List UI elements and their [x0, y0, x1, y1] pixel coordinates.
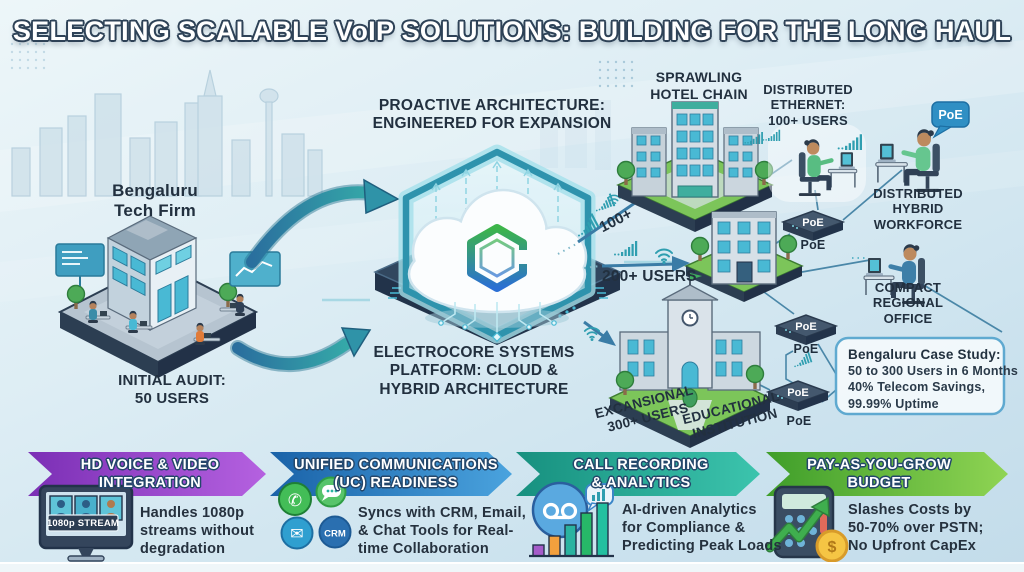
- crm-icon: CRM: [324, 529, 346, 540]
- banner-desc-hd-voice: Handles 1080p streams without degradatio…: [140, 505, 255, 558]
- school-windows: [627, 339, 743, 377]
- poe-text-label: PoE: [786, 414, 812, 428]
- signal-bars-icon: [614, 241, 638, 256]
- poe-text-label: PoE: [793, 342, 819, 356]
- banner-title-recording: CALL RECORDING & ANALYTICS: [573, 457, 709, 492]
- city-skyline: [11, 69, 323, 197]
- proactive-header: PROACTIVE ARCHITECTURE: ENGINEERED FOR E…: [372, 97, 612, 133]
- ethernet-label: DISTRIBUTED ETHERNET: 100+ USERS: [763, 82, 853, 128]
- banner-title-hd-voice: HD VOICE & VIDEO INTEGRATION: [80, 457, 220, 492]
- wifi-icon: [583, 326, 601, 342]
- video-monitor-icon: [38, 484, 134, 562]
- dashboard-screen-left: [55, 243, 105, 286]
- growth-arrow-bottom: [230, 327, 372, 372]
- bar-chart-icon: [529, 502, 614, 558]
- initial-audit-label: INITIAL AUDIT: 50 USERS: [118, 372, 226, 407]
- banner-desc-budget: Slashes Costs by 50-70% over PSTN; No Up…: [848, 502, 984, 555]
- banner-title-uc: UNIFIED COMMUNICATIONS (UC) READINESS: [294, 457, 498, 492]
- poe-bubble: PoE: [931, 101, 970, 139]
- building-windows-right: [155, 244, 192, 323]
- tech-firm-illustration: [55, 215, 281, 378]
- bg-streak: [0, 40, 1024, 212]
- page-title: SELECTING SCALABLE VoIP SOLUTIONS: BUILD…: [12, 16, 1012, 46]
- office-illustration: [684, 211, 804, 302]
- case-study-lines: 50 to 300 Users in 6 Months 40% Telecom …: [848, 364, 1019, 411]
- poe-switch-label: PoE: [795, 321, 816, 333]
- stream-screen-label: 1080p STREAM: [46, 518, 120, 529]
- growth-arrow-top: [244, 178, 400, 270]
- poe-switch-label: PoE: [787, 387, 808, 399]
- banner-desc-recording: AI-driven Analytics for Compliance & Pre…: [622, 502, 782, 555]
- school-illustration: [608, 272, 772, 448]
- phone-icon: ✆: [288, 491, 302, 511]
- banner-title-budget: PAY-AS-YOU-GROW BUDGET: [807, 457, 951, 492]
- dollar-icon: $: [828, 539, 837, 556]
- banner-desc-uc: Syncs with CRM, Email, & Chat Tools for …: [358, 505, 526, 558]
- circuit-lines-down: [440, 302, 555, 334]
- hybrid-workforce-label: DISTRIBUTED HYBRID WORKFORCE: [873, 186, 963, 232]
- uc-icons: ✆ ✉ CRM: [278, 476, 352, 550]
- firm-label: Bengaluru Tech Firm: [112, 181, 198, 221]
- hotel-label: SPRAWLING HOTEL CHAIN: [650, 69, 748, 102]
- case-study-title: Bengaluru Case Study:: [848, 347, 1001, 362]
- banner-call-recording: [516, 452, 760, 496]
- city-skyline-faint: [540, 100, 611, 170]
- banner-pay-grow: [766, 452, 1008, 496]
- bottom-strip: [0, 563, 1024, 572]
- poe-switch-label: PoE: [802, 217, 823, 229]
- platform-label: ELECTROCORE SYSTEMS PLATFORM: CLOUD & HY…: [373, 344, 575, 398]
- circuit-lines-up: [435, 164, 559, 222]
- poe-text-label: PoE: [800, 238, 826, 252]
- flow-200-label: 200+ USERS: [602, 268, 697, 285]
- building-windows-left: [112, 245, 146, 297]
- cloud-platform-illustration: [322, 144, 672, 345]
- call-recording-icon: [531, 481, 614, 539]
- mail-icon: ✉: [290, 524, 303, 543]
- hotel-windows: [636, 113, 753, 178]
- poe-bubble-label: PoE: [938, 108, 962, 122]
- electrocore-logo: [467, 224, 528, 292]
- office-windows: [717, 221, 771, 273]
- hotel-illustration: [616, 101, 774, 232]
- budget-icon: $: [765, 485, 849, 563]
- regional-office-label: COMPACT REGIONAL OFFICE: [872, 280, 944, 326]
- tree: [778, 234, 798, 260]
- chat-icon: [322, 485, 341, 501]
- case-study-box: [834, 336, 1006, 416]
